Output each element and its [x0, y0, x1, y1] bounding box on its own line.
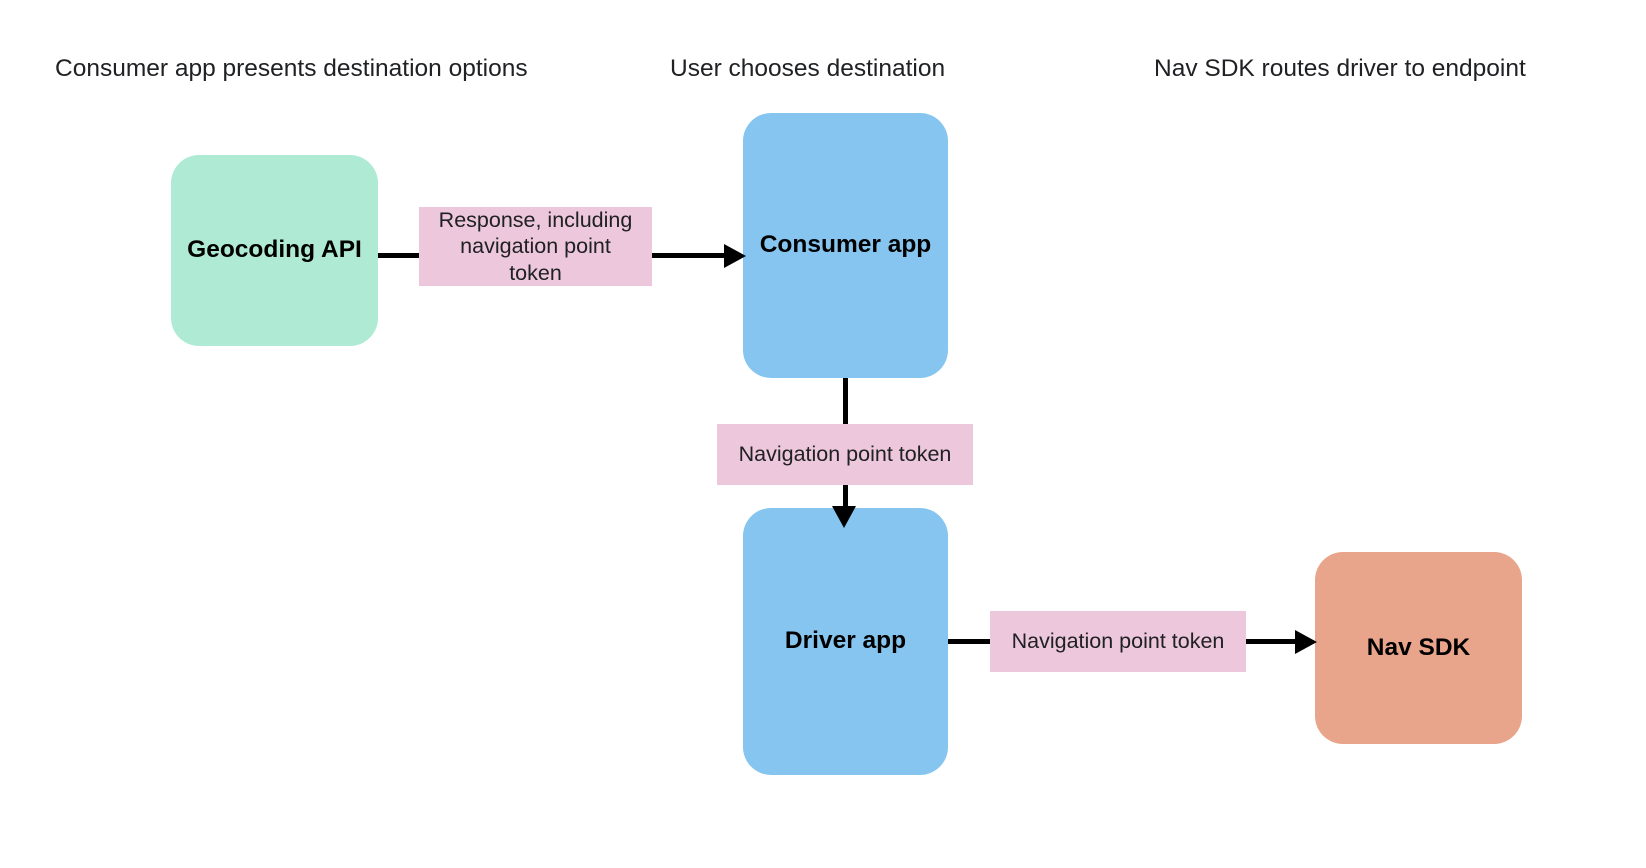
- node-geocoding-api[interactable]: Geocoding API: [171, 155, 378, 346]
- column-header-user-chooses-destination: User chooses destination: [670, 55, 946, 82]
- node-geocoding-api-label: Geocoding API: [187, 236, 362, 264]
- node-nav-sdk-label: Nav SDK: [1366, 633, 1471, 661]
- connector-nav-token-label-to-driver-app: [843, 485, 848, 509]
- node-nav-sdk[interactable]: Nav SDK: [1315, 552, 1522, 744]
- edge-label-response-text: Response, including navigation point tok…: [439, 207, 633, 286]
- connector-nav-token-label-to-nav-sdk: [1246, 639, 1297, 644]
- node-driver-app[interactable]: Driver app: [743, 508, 948, 775]
- arrow-head-right-icon-to-nav-sdk: [1295, 630, 1317, 654]
- edge-label-response-line-3: token: [509, 260, 562, 285]
- node-consumer-app[interactable]: Consumer app: [743, 113, 948, 378]
- edge-label-navigation-point-token-horizontal-text: Navigation point token: [1011, 629, 1225, 654]
- node-consumer-app-label: Consumer app: [759, 231, 932, 259]
- arrow-head-down-icon-to-driver-app: [832, 506, 856, 528]
- edge-label-navigation-point-token-vertical: Navigation point token: [717, 424, 973, 485]
- arrow-head-right-icon-to-consumer-app: [724, 244, 746, 268]
- column-header-nav-sdk-routes-driver: Nav SDK routes driver to endpoint: [1154, 55, 1526, 82]
- column-header-consumer-app-presents: Consumer app presents destination option…: [55, 55, 528, 82]
- node-driver-app-label: Driver app: [784, 627, 907, 655]
- connector-response-label-to-consumer-app: [652, 253, 726, 258]
- edge-label-response-line-1: Response, including: [438, 208, 633, 233]
- connector-geocoding-api-to-response-label: [378, 253, 420, 258]
- edge-label-navigation-point-token-vertical-text: Navigation point token: [738, 442, 952, 467]
- edge-label-response-including-navigation-point-token: Response, including navigation point tok…: [419, 207, 652, 286]
- connector-consumer-app-to-nav-token-label: [843, 378, 848, 426]
- connector-driver-app-to-nav-token-label: [948, 639, 991, 644]
- edge-label-response-line-2: navigation point: [460, 234, 611, 259]
- edge-label-navigation-point-token-horizontal: Navigation point token: [990, 611, 1246, 672]
